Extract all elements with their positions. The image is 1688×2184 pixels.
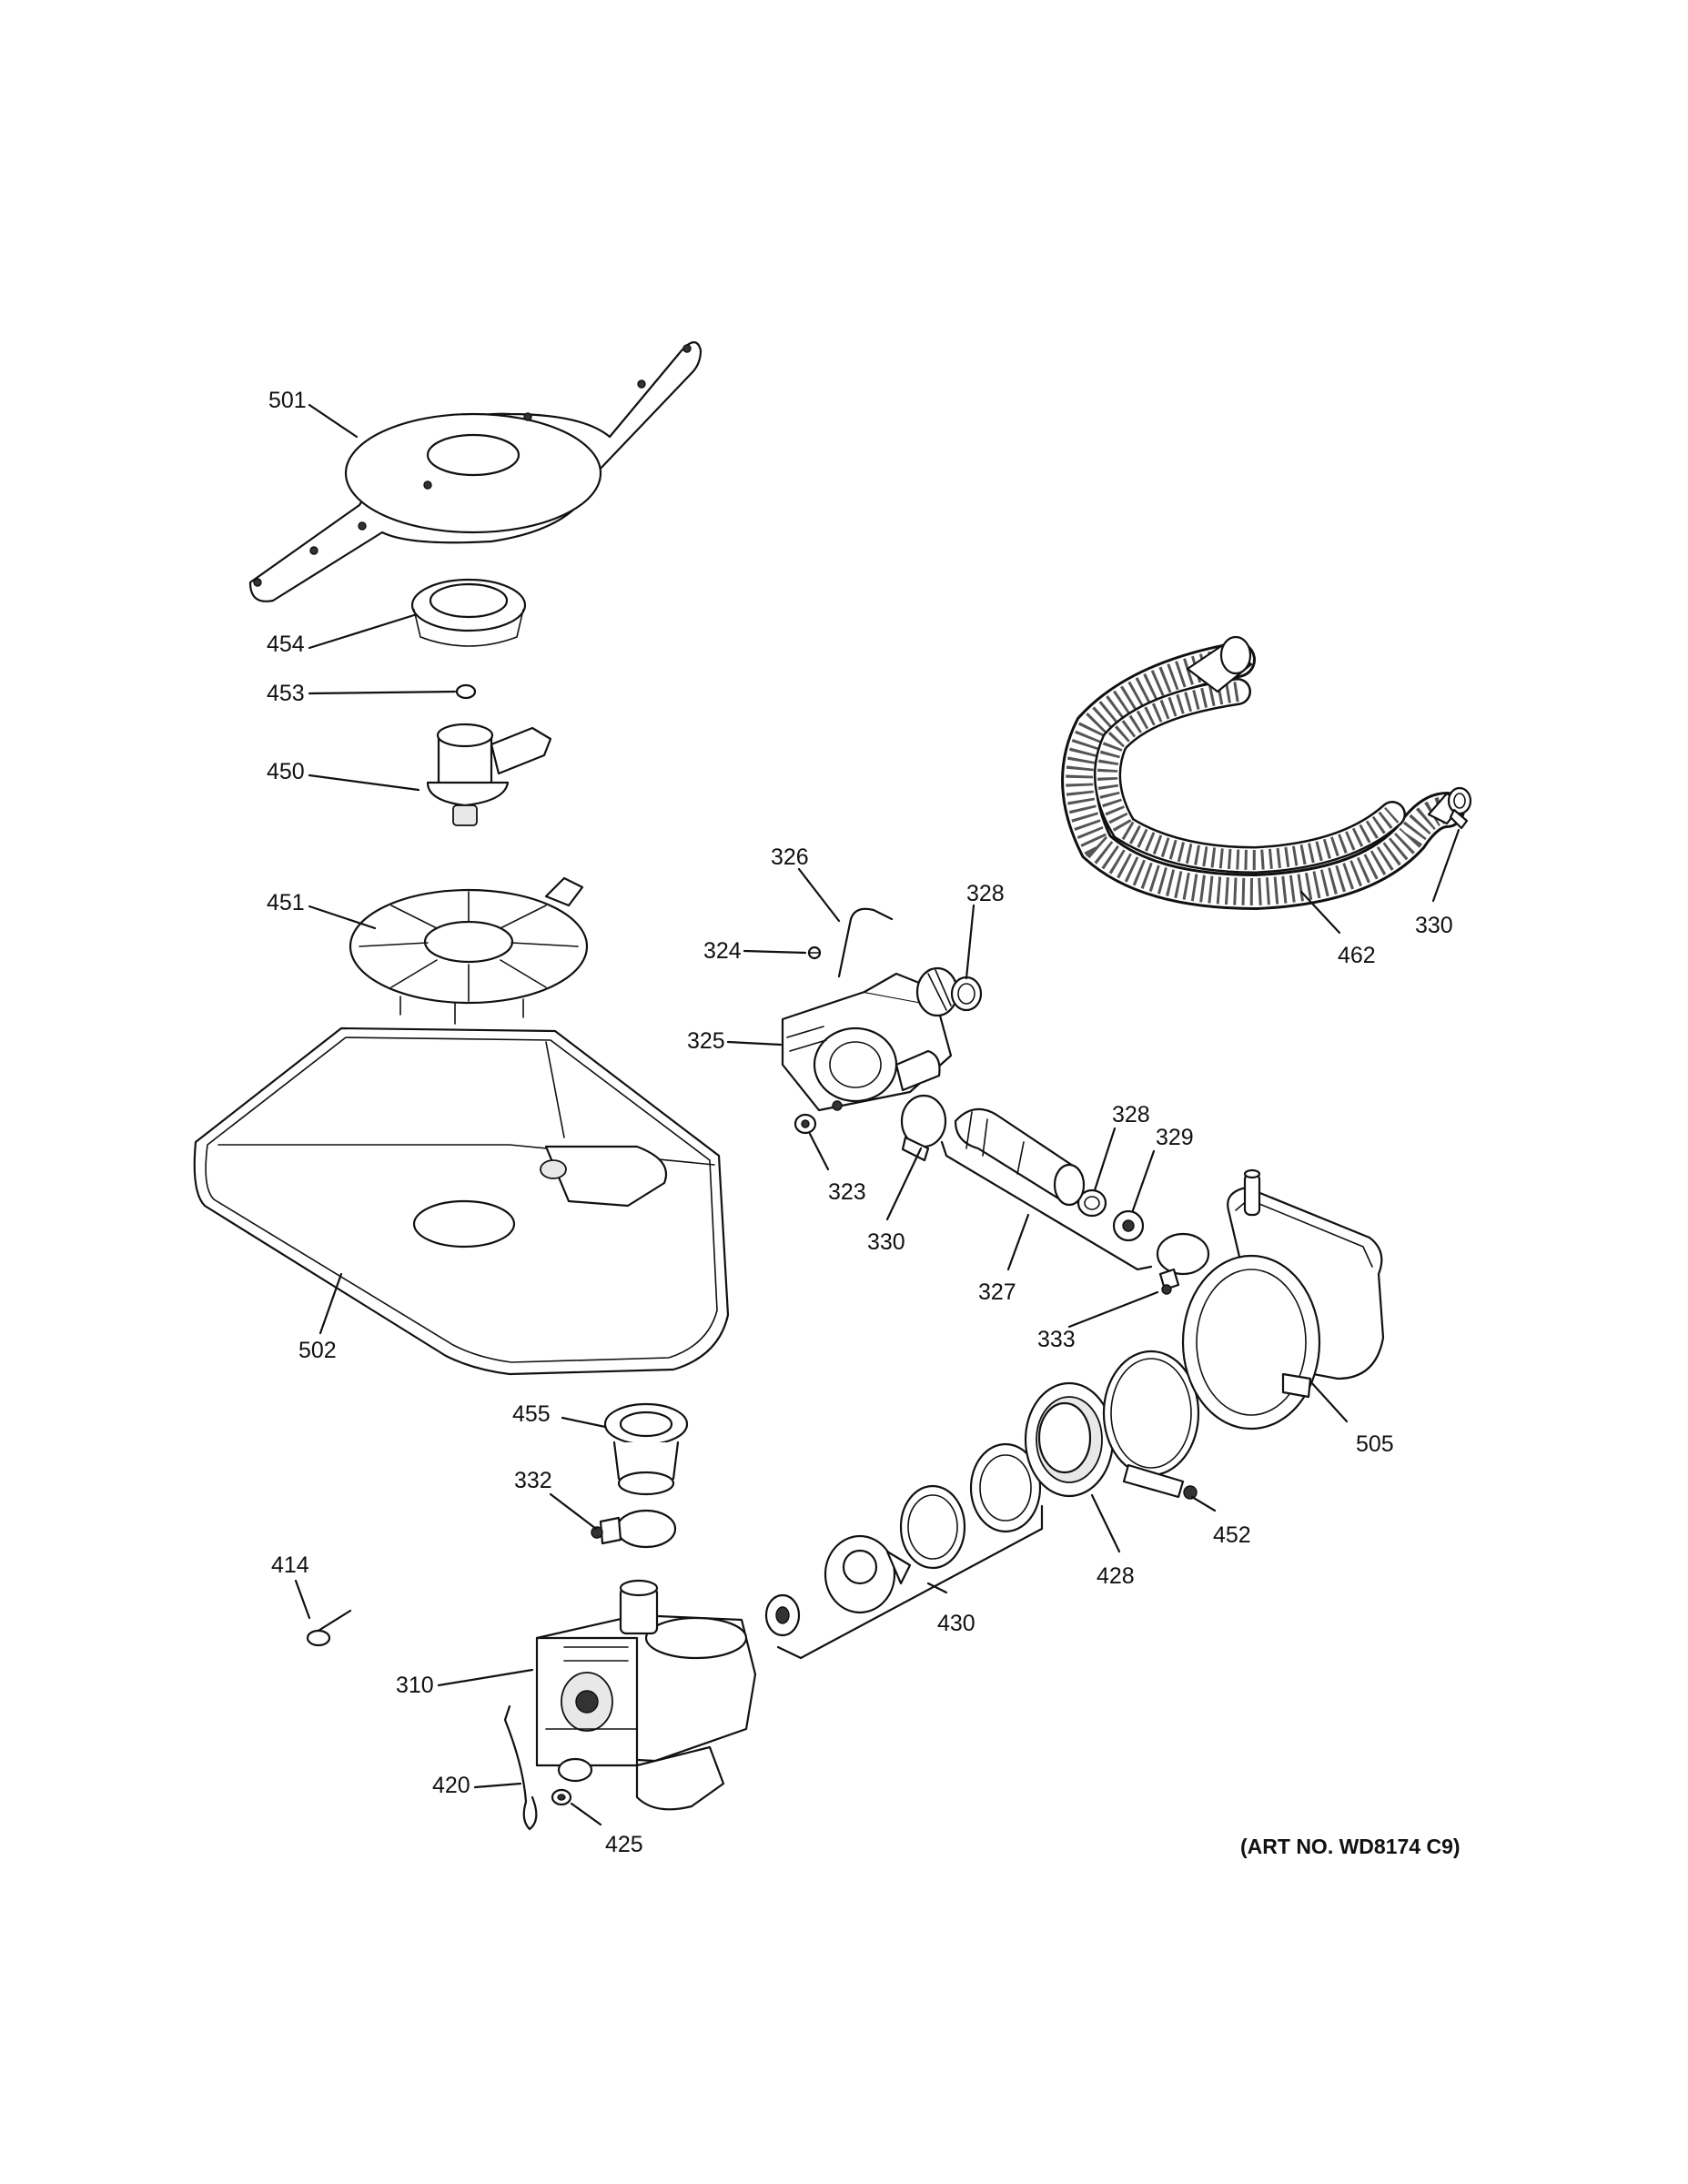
screw-414 xyxy=(306,1609,352,1647)
callout-333: 333 xyxy=(1037,1327,1076,1352)
leader-454 xyxy=(308,613,416,650)
spray-arm-501 xyxy=(248,341,702,602)
callout-430: 430 xyxy=(937,1611,975,1636)
grommet-323 xyxy=(793,1113,817,1135)
oring-453 xyxy=(455,683,477,700)
drain-pump-325 xyxy=(781,966,959,1112)
leader-327 xyxy=(1006,1213,1030,1271)
seal-428 xyxy=(1024,1381,1115,1498)
callout-326: 326 xyxy=(771,844,809,870)
inlet-455 xyxy=(603,1402,689,1496)
callout-428: 428 xyxy=(1097,1563,1135,1589)
leader-450 xyxy=(308,774,420,792)
callout-414: 414 xyxy=(271,1552,309,1578)
leader-430-bracket xyxy=(776,1504,1044,1660)
callout-501: 501 xyxy=(268,388,307,413)
callout-452: 452 xyxy=(1213,1522,1251,1548)
callout-310: 310 xyxy=(396,1673,434,1698)
leader-325 xyxy=(726,1040,783,1046)
leader-332 xyxy=(549,1492,598,1531)
filter-451 xyxy=(349,876,589,1025)
leader-505 xyxy=(1309,1380,1349,1423)
leader-310 xyxy=(437,1668,534,1687)
clamp-332 xyxy=(591,1509,677,1549)
impeller-assembly-430 xyxy=(764,1442,1042,1637)
callout-505: 505 xyxy=(1356,1431,1394,1457)
leader-328b xyxy=(1093,1127,1117,1192)
leader-333 xyxy=(1067,1290,1159,1329)
leader-428 xyxy=(1090,1493,1121,1553)
leader-330b xyxy=(1431,828,1461,903)
leader-425 xyxy=(570,1802,602,1826)
leader-502 xyxy=(318,1272,343,1335)
leader-324 xyxy=(743,949,807,955)
leader-326 xyxy=(797,867,841,923)
leader-327-bracket xyxy=(940,1140,1153,1271)
callout-453: 453 xyxy=(267,681,305,706)
leader-462 xyxy=(1299,890,1341,935)
leader-455 xyxy=(561,1416,607,1429)
bearing-ring-454 xyxy=(410,578,527,647)
drain-hose-462 xyxy=(1061,635,1465,911)
callout-455: 455 xyxy=(512,1401,551,1427)
screw-324 xyxy=(807,945,822,960)
clamp-452 xyxy=(1102,1350,1200,1500)
callout-462: 462 xyxy=(1338,943,1376,968)
leader-451 xyxy=(308,905,377,930)
callout-325: 325 xyxy=(687,1028,725,1054)
leader-501 xyxy=(308,403,359,439)
callout-327: 327 xyxy=(978,1279,1016,1305)
leader-414 xyxy=(294,1579,311,1620)
callout-330-right: 330 xyxy=(1415,913,1453,938)
callout-328-upper: 328 xyxy=(966,881,1005,906)
callout-324: 324 xyxy=(703,938,742,964)
pump-motor-310 xyxy=(535,1579,757,1811)
leader-453 xyxy=(308,690,457,695)
wire-420 xyxy=(503,1704,538,1831)
hose-327 xyxy=(954,1107,1086,1207)
leader-330a xyxy=(885,1147,923,1221)
callout-332: 332 xyxy=(514,1468,552,1493)
callout-420: 420 xyxy=(432,1773,470,1798)
callout-329: 329 xyxy=(1156,1125,1194,1150)
wire-326 xyxy=(837,907,894,978)
sump-505 xyxy=(1181,1168,1385,1431)
sump-cover-502 xyxy=(193,1026,730,1376)
manifold-450 xyxy=(426,723,552,826)
callout-454: 454 xyxy=(267,632,305,657)
clamp-330-middle xyxy=(900,1094,947,1162)
nut-329 xyxy=(1112,1209,1145,1242)
callout-451: 451 xyxy=(267,890,305,915)
washer-328-lower xyxy=(1076,1188,1107,1218)
leader-329 xyxy=(1131,1149,1156,1212)
clamp-330-right xyxy=(1447,786,1472,830)
callout-450: 450 xyxy=(267,759,305,784)
leader-328a xyxy=(965,904,975,980)
callout-328-lower: 328 xyxy=(1112,1102,1150,1127)
leader-452 xyxy=(1190,1495,1217,1512)
leader-420 xyxy=(473,1782,522,1789)
leader-430 xyxy=(926,1582,948,1594)
callout-323: 323 xyxy=(828,1179,866,1205)
leader-323 xyxy=(808,1132,830,1171)
callout-425: 425 xyxy=(605,1832,643,1857)
clamp-333 xyxy=(1156,1232,1210,1295)
callout-502: 502 xyxy=(298,1338,337,1363)
callout-330-middle: 330 xyxy=(867,1229,905,1255)
washer-328-upper xyxy=(950,976,983,1012)
art-number: (ART NO. WD8174 C9) xyxy=(1240,1835,1461,1858)
grommet-425 xyxy=(551,1788,572,1806)
